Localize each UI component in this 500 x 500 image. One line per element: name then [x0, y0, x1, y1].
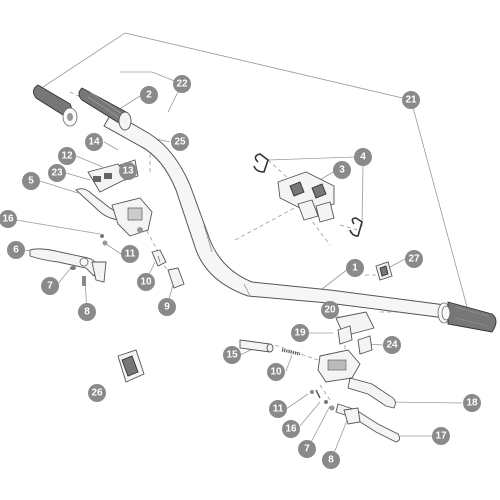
svg-text:9: 9	[164, 302, 170, 313]
callout-18: 18	[463, 394, 481, 412]
svg-text:4: 4	[360, 152, 366, 163]
svg-text:8: 8	[84, 307, 90, 318]
callout-9: 9	[158, 298, 176, 316]
right-master-cylinder	[317, 311, 375, 383]
callout-21: 21	[402, 91, 420, 109]
svg-text:11: 11	[273, 404, 284, 415]
svg-text:23: 23	[51, 168, 63, 179]
svg-text:10: 10	[140, 277, 152, 288]
callout-17: 17	[432, 427, 450, 445]
callout-8-right: 8	[322, 451, 340, 469]
callout-14: 14	[85, 133, 103, 151]
svg-text:18: 18	[466, 398, 478, 409]
handlebar-tube	[103, 111, 446, 319]
part-27-switch	[375, 261, 393, 281]
center-clamp-assembly	[253, 153, 363, 237]
callout-8-left: 8	[78, 303, 96, 321]
svg-text:21: 21	[405, 95, 417, 106]
svg-text:15: 15	[226, 350, 238, 361]
svg-text:19: 19	[294, 328, 306, 339]
callout-10-right: 10	[267, 363, 285, 381]
svg-text:8: 8	[328, 455, 334, 466]
callout-23: 23	[48, 164, 66, 182]
svg-text:10: 10	[270, 367, 282, 378]
right-grip	[437, 301, 497, 333]
callout-11-left: 11	[121, 245, 139, 263]
callout-26: 26	[88, 384, 106, 402]
callout-22: 22	[173, 75, 191, 93]
svg-text:12: 12	[61, 151, 73, 162]
svg-text:27: 27	[408, 254, 420, 265]
svg-text:14: 14	[88, 137, 100, 148]
svg-text:1: 1	[352, 263, 358, 274]
callout-27: 27	[405, 250, 423, 268]
svg-text:7: 7	[47, 281, 53, 292]
callout-15: 15	[223, 346, 241, 364]
svg-text:22: 22	[176, 79, 188, 90]
right-small-parts	[239, 339, 335, 411]
left-lever-assembly	[75, 188, 153, 237]
left-grip	[33, 84, 132, 131]
svg-text:25: 25	[174, 137, 186, 148]
callout-11-right: 11	[269, 400, 287, 418]
left-lower-lever	[29, 248, 107, 286]
callout-4: 4	[354, 148, 372, 166]
callout-1: 1	[346, 259, 364, 277]
callout-19: 19	[291, 324, 309, 342]
callout-10-left: 10	[137, 273, 155, 291]
svg-text:2: 2	[146, 90, 152, 101]
callout-6: 6	[7, 241, 25, 259]
left-cable-parts	[151, 249, 185, 289]
callout-24: 24	[383, 336, 401, 354]
svg-text:16: 16	[285, 424, 297, 435]
callout-5: 5	[22, 172, 40, 190]
svg-text:7: 7	[304, 444, 310, 455]
callout-16-right: 16	[282, 420, 300, 438]
svg-text:6: 6	[13, 245, 19, 256]
callout-7-right: 7	[298, 440, 316, 458]
callout-16-left: 16	[0, 210, 17, 228]
callout-2: 2	[140, 86, 158, 104]
right-upper-lever	[347, 377, 396, 409]
svg-text:17: 17	[435, 431, 447, 442]
callout-20: 20	[321, 301, 339, 319]
svg-text:20: 20	[324, 305, 336, 316]
svg-text:5: 5	[28, 176, 34, 187]
part-26-block	[117, 349, 145, 383]
svg-text:24: 24	[386, 340, 398, 351]
callout-12: 12	[58, 147, 76, 165]
svg-text:26: 26	[91, 388, 103, 399]
svg-text:3: 3	[339, 165, 345, 176]
svg-text:11: 11	[125, 249, 136, 260]
right-lower-lever	[335, 403, 401, 443]
left-small-parts	[100, 234, 108, 246]
svg-text:13: 13	[122, 166, 134, 177]
callout-13: 13	[119, 162, 137, 180]
svg-text:16: 16	[2, 214, 14, 225]
callout-25: 25	[171, 133, 189, 151]
callout-3: 3	[333, 161, 351, 179]
callout-7-left: 7	[41, 277, 59, 295]
